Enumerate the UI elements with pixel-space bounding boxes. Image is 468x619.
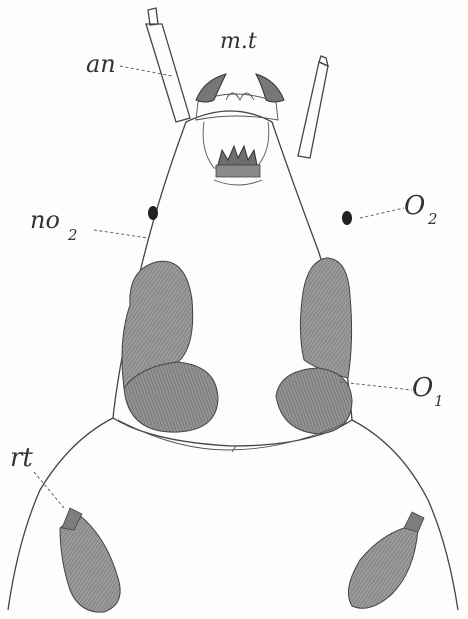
right-mandible	[256, 74, 284, 102]
label-nerve-ocellus-sub: 2	[67, 226, 78, 244]
right-ocellus-spot	[342, 211, 352, 225]
label-ocellus-1-sub: 1	[434, 392, 444, 410]
nerve-ocellus-leader	[94, 230, 148, 238]
label-mouth-parts: m.t	[220, 29, 257, 54]
label-ocellus-1: O	[412, 373, 433, 403]
ocellus-2-leader	[360, 208, 404, 218]
left-antenna	[146, 24, 190, 122]
label-rostrum: rt	[10, 443, 33, 473]
antenna-leader	[120, 66, 172, 76]
label-nerve-ocellus: no	[30, 206, 60, 234]
right-rostral-appendage	[348, 528, 418, 608]
toothed-structure	[218, 146, 257, 165]
rostrum-leader	[34, 472, 64, 508]
ocellus-1-leader	[340, 382, 412, 390]
right-eye-upper	[300, 258, 351, 378]
label-antenna: an	[86, 50, 116, 78]
right-antenna	[298, 62, 328, 158]
left-mandible	[196, 74, 226, 102]
right-eye-lower	[276, 368, 352, 434]
label-ocellus-2: O	[404, 191, 425, 221]
label-ocellus-2-sub: 2	[427, 210, 438, 228]
left-ocellus-spot	[148, 206, 158, 220]
